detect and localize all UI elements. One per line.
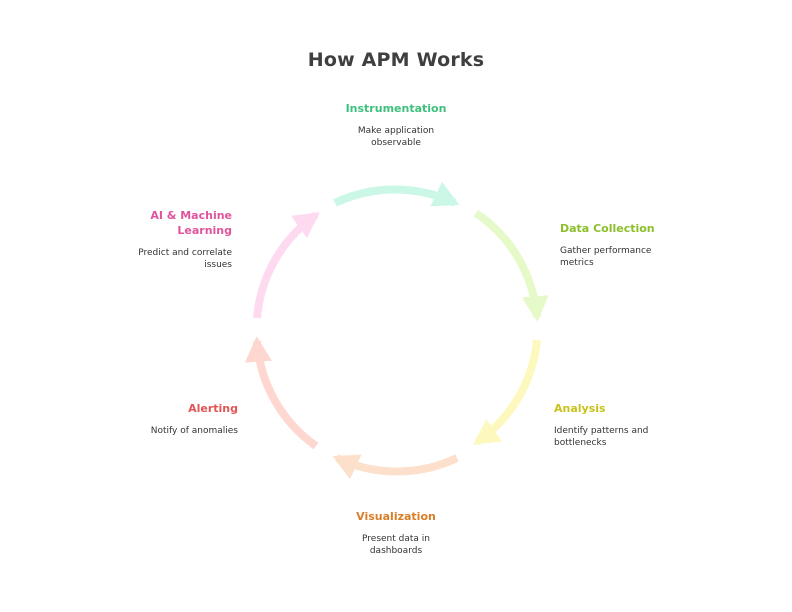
step-label: AI & Machine Learning [150,209,232,237]
arrow-analysis-to-visualization [473,339,541,446]
arrow-instrumentation-to-data-collection [333,181,460,207]
step-description: Gather performance metrics [560,246,652,268]
step-alerting: Alerting Notify of anomalies [88,401,238,437]
step-label: Alerting [188,402,238,415]
step-label: Data Collection [560,222,655,235]
step-description: Make application observable [357,126,435,148]
step-description: Present data in dashboards [362,534,430,556]
step-label: Analysis [554,402,606,415]
step-visualization: Visualization Present data in dashboards [321,509,471,557]
step-data-collection: Data Collection Gather performance metri… [560,221,710,269]
step-label: Instrumentation [345,102,447,115]
arrow-ai-ml-to-instrumentation [253,211,320,319]
step-description: Predict and correlate issues [138,248,232,270]
step-description: Notify of anomalies [150,426,238,436]
diagram-title: How APM Works [307,49,485,71]
arrow-alerting-to-ai-ml [244,336,319,450]
step-analysis: Analysis Identify patterns and bottlenec… [554,401,704,449]
step-label: Visualization [356,510,436,523]
step-ai-machine-learning: AI & Machine Learning Predict and correl… [82,208,232,271]
step-instrumentation: Instrumentation Make application observa… [321,101,471,149]
arrow-visualization-to-alerting [332,454,459,480]
arrow-data-collection-to-analysis [473,209,549,322]
step-description: Identify patterns and bottlenecks [554,426,649,448]
